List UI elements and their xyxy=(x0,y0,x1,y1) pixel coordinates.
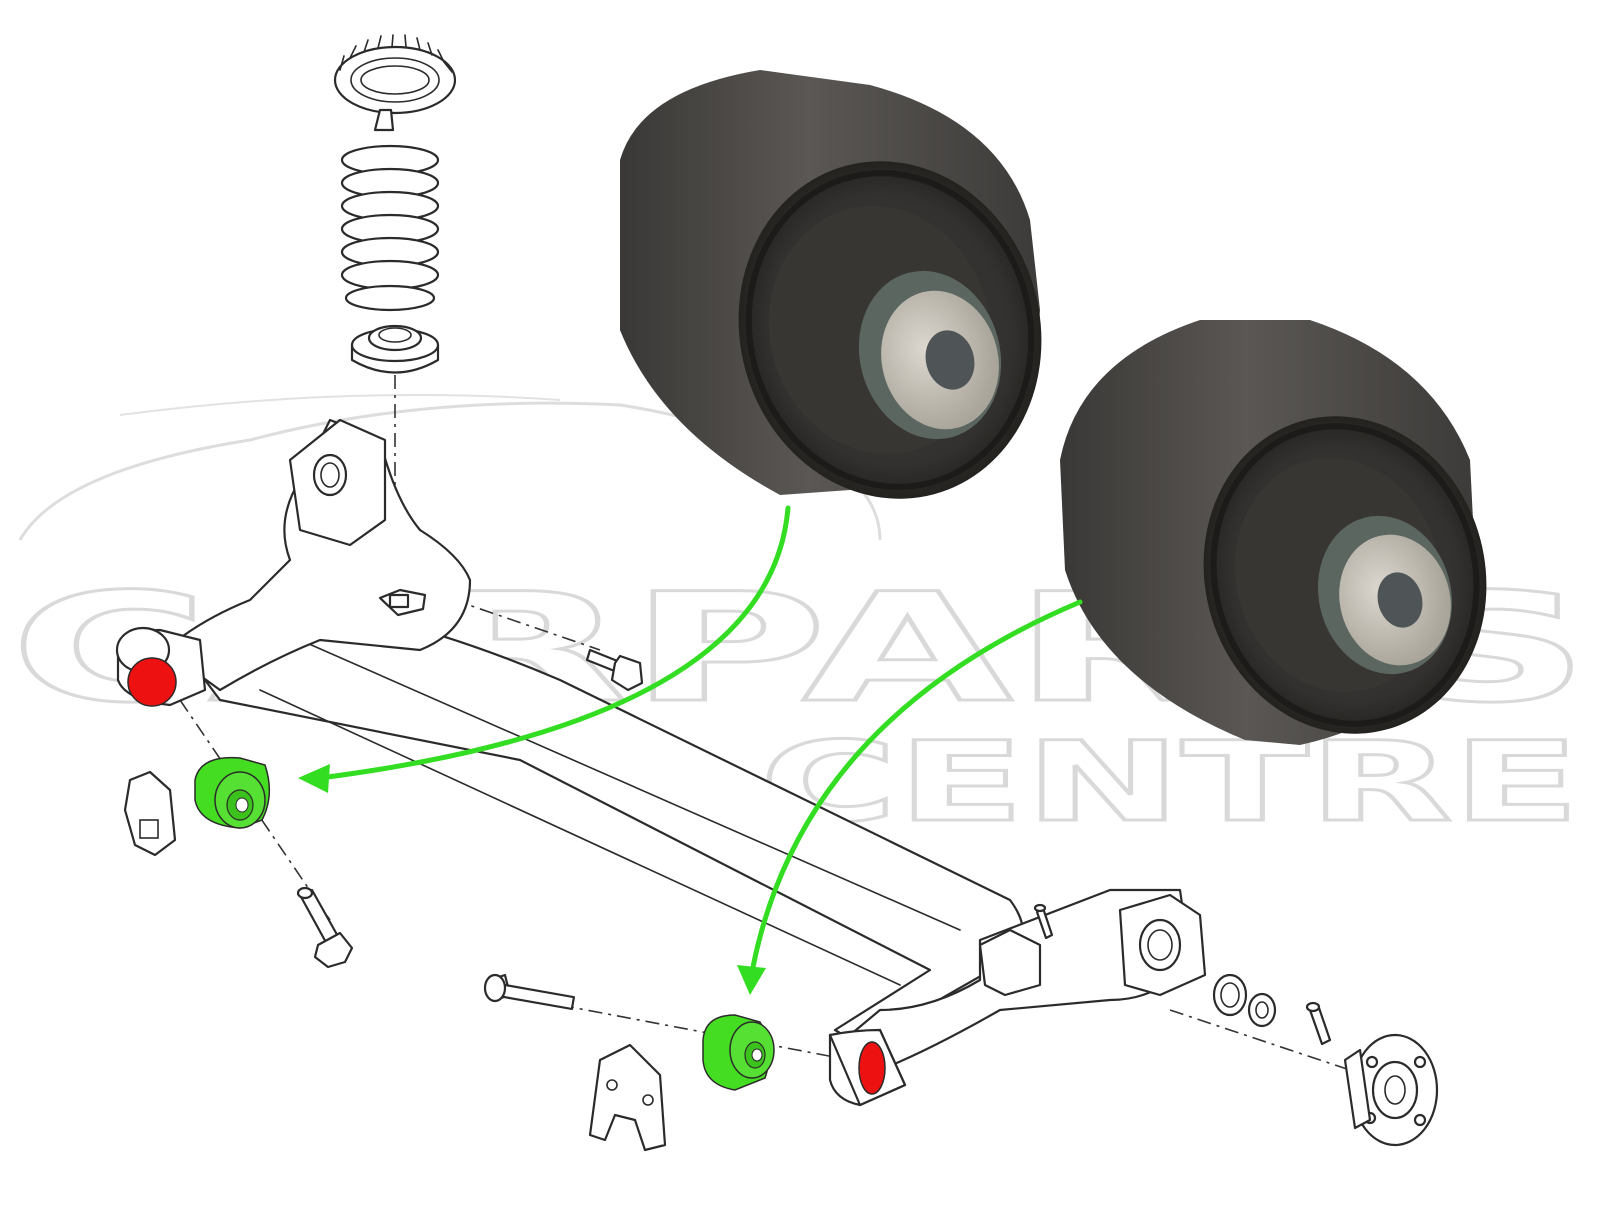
bush-product-photo-1 xyxy=(620,70,1042,499)
right-replacement-bush[interactable] xyxy=(702,1014,775,1091)
hub-axis-line xyxy=(1169,1009,1351,1071)
spring-top-seat xyxy=(333,34,457,132)
arrow-to-left-bush xyxy=(317,505,791,781)
hub-bolt xyxy=(1305,1001,1332,1046)
arrowhead-left xyxy=(298,764,330,793)
spring-bottom-seat xyxy=(350,324,440,374)
hub-seal-ring xyxy=(1212,973,1248,1017)
left-replacement-bush[interactable] xyxy=(194,756,271,829)
right-bush-bolt xyxy=(483,973,576,1011)
hardware xyxy=(123,648,1439,1152)
left-bush-bolt xyxy=(296,886,354,969)
bush-product-photo-2 xyxy=(1060,320,1487,745)
right-bush-bracket xyxy=(588,1043,667,1152)
left-axle-bush-old[interactable] xyxy=(127,657,177,707)
wheel-hub xyxy=(1343,1033,1439,1147)
hub-washer xyxy=(1247,992,1277,1028)
coil-spring xyxy=(340,144,440,312)
watermark-line2: CENTRE xyxy=(760,718,1580,846)
right-axle-bush-old[interactable] xyxy=(858,1041,886,1095)
left-bush-bracket xyxy=(123,770,177,857)
beam-bracket-bolt xyxy=(585,648,644,692)
replacement-arrows xyxy=(298,505,1083,995)
spring-assembly xyxy=(333,34,457,374)
arrowhead-right xyxy=(737,965,766,995)
old-bushes xyxy=(127,657,886,1095)
hub-bracket-bolt xyxy=(1033,903,1054,940)
rear-axle-beam xyxy=(115,418,1207,1107)
watermark-car-outline-inner xyxy=(119,394,561,416)
arrow-to-right-bush xyxy=(749,599,1083,975)
left-trailing-arm xyxy=(163,418,472,692)
